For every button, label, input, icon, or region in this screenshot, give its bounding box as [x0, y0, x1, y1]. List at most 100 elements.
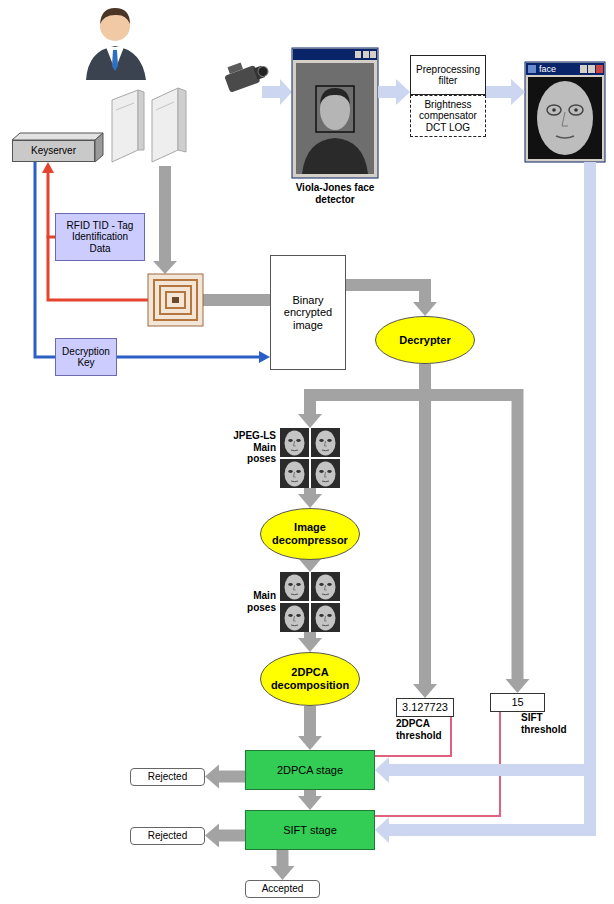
face-tile	[311, 459, 340, 488]
face-tile	[311, 572, 340, 601]
gate-side	[138, 90, 144, 150]
connector-line	[304, 790, 316, 797]
rfid-tag	[148, 274, 203, 326]
arrow-head	[298, 736, 322, 750]
node-label: Rejected	[135, 830, 200, 842]
face-tile	[280, 459, 309, 488]
gate-stripe	[116, 103, 134, 110]
data-box: Decryption Key	[55, 338, 117, 376]
window-button	[580, 65, 587, 73]
connector	[413, 364, 437, 698]
window-button	[355, 51, 361, 58]
connector-line	[375, 717, 451, 756]
face-window	[525, 62, 605, 162]
connector-line	[346, 285, 425, 303]
data-box: Binary encrypted image	[270, 255, 346, 370]
caption-label: SIFT threshold	[521, 712, 575, 735]
flow-head	[153, 261, 177, 274]
window-frame	[525, 62, 605, 162]
node-label: Decryption Key	[60, 346, 112, 369]
person-shirt	[106, 47, 124, 70]
nose	[562, 112, 568, 126]
tag-body	[148, 274, 203, 326]
caption-label: face	[539, 63, 579, 75]
node-label: SIFT stage	[250, 824, 370, 837]
result-box: Rejected	[130, 827, 205, 845]
window-button	[370, 51, 376, 58]
arrow-head	[205, 824, 219, 848]
connector	[298, 558, 322, 572]
connector	[35, 162, 55, 357]
face-tile	[280, 572, 309, 601]
person-tie	[112, 50, 118, 71]
arrow-head	[298, 494, 322, 508]
node-label: 2DPCA decomposition	[270, 666, 350, 691]
result-box: Rejected	[130, 768, 205, 786]
connector	[205, 824, 245, 848]
node-label: Image decompressor	[270, 521, 350, 546]
connector	[375, 717, 451, 756]
ellipse-shape	[261, 653, 360, 706]
arrow-head	[271, 866, 295, 880]
caption-label: 2DPCA threshold	[396, 718, 448, 741]
process-box: Preprocessing filter	[410, 55, 486, 95]
window-button	[363, 51, 369, 58]
window-titlebar	[293, 49, 377, 60]
connector-line	[378, 86, 397, 98]
tag-coil	[160, 286, 191, 314]
person-shoulders	[302, 138, 368, 174]
camera-frame	[296, 63, 374, 174]
connector	[42, 162, 55, 237]
caption-label: Viola-Jones face detector	[295, 182, 375, 205]
video-flow-arrow	[262, 79, 292, 105]
connector	[375, 162, 590, 783]
connector	[117, 351, 270, 363]
eye	[552, 108, 556, 112]
glasses	[569, 105, 583, 115]
keyserver-top	[12, 133, 103, 140]
gate-side	[178, 88, 186, 152]
node-label: 3.127723	[400, 701, 450, 714]
stage-box: 2DPCA stage	[245, 750, 375, 790]
arrow-head	[506, 679, 530, 693]
stage-box: SIFT stage	[245, 810, 375, 850]
camera-top	[227, 63, 243, 74]
arrow-head	[259, 351, 270, 363]
process-ellipse: Decrypter	[375, 316, 475, 364]
arrow-head	[396, 79, 410, 105]
viola-jones-window	[292, 48, 378, 178]
threshold-box: 15SIFT threshold	[490, 693, 545, 712]
process-ellipse: Image decompressor	[260, 508, 360, 560]
window-icon	[528, 65, 536, 73]
connector	[271, 850, 295, 880]
connector-line	[117, 356, 260, 359]
arrow-head	[42, 162, 54, 173]
flow-band	[262, 86, 281, 98]
connector-line	[218, 771, 245, 783]
face-tile	[280, 603, 309, 632]
arrow-head	[298, 558, 322, 572]
connector	[378, 79, 410, 105]
detection-box	[316, 86, 354, 132]
connector-line	[304, 488, 316, 495]
connector-line	[304, 706, 316, 737]
node-label: Rejected	[135, 771, 200, 783]
tag-coil	[166, 292, 185, 308]
connector	[425, 364, 530, 693]
eye	[574, 108, 578, 112]
gate-panel	[112, 90, 138, 162]
turnstile-gate	[112, 88, 186, 162]
node-label: Decrypter	[385, 334, 465, 347]
dashed-box: Brightness compensator DCT LOG	[410, 95, 486, 137]
node-label: Preprocessing filter	[415, 64, 481, 87]
mouth	[556, 136, 574, 138]
arrow-head	[413, 684, 437, 698]
result-box: Accepted	[245, 880, 320, 898]
connector-line	[419, 364, 431, 685]
node-label: 2DPCA stage	[250, 764, 370, 777]
window-button	[588, 65, 595, 73]
flow-head	[280, 79, 292, 105]
node-label: Binary encrypted image	[275, 294, 341, 332]
gate-panel	[152, 88, 178, 162]
image-stack: JPEG-LS Main poses	[280, 428, 340, 488]
